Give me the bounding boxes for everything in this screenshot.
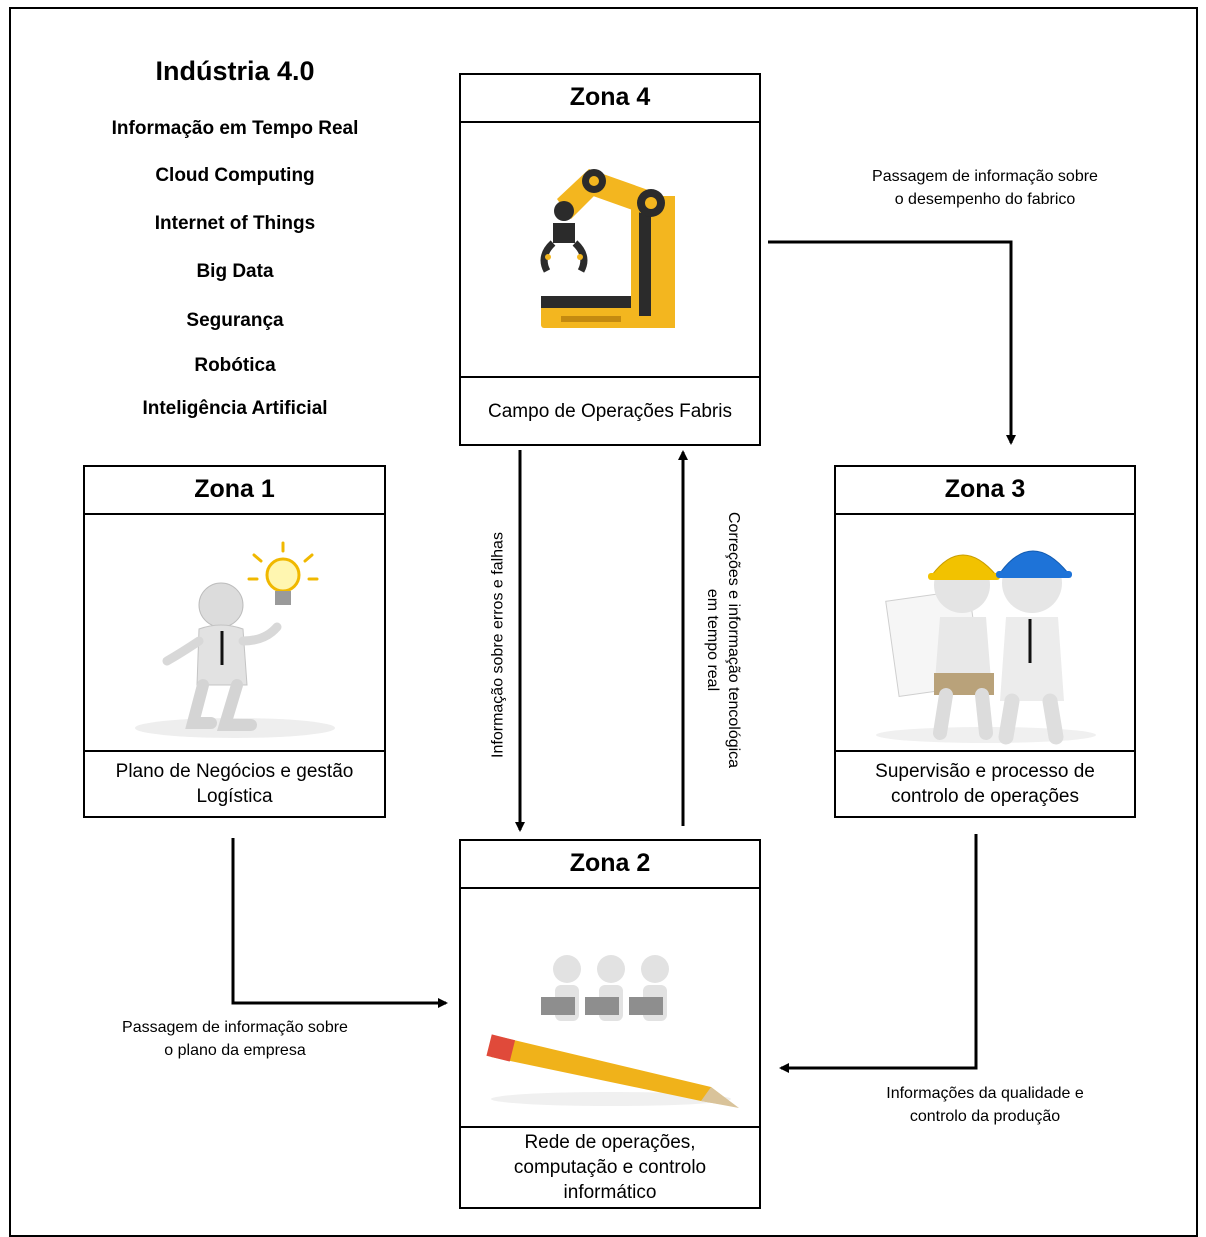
zone-1-box: Zona 1 Plano de Negócios e gestão Logíst… (83, 465, 386, 818)
flow-note-z3-z2: Informações da qualidade e controlo da p… (830, 1082, 1140, 1128)
industria-item: Inteligência Artificial (142, 398, 328, 419)
flow-note-line: o desempenho do fabrico (894, 191, 1076, 208)
flow-note-line: Informações da qualidade e (886, 1085, 1084, 1102)
zone-4-box: Zona 4 Campo de Operações Fabris (459, 73, 761, 446)
flow-note-line: em tempo real (704, 588, 721, 692)
zone-2-caption: Rede de operações, computação e controlo… (461, 1126, 759, 1207)
industria-title: Indústria 4.0 (155, 56, 315, 86)
zone-2-box: Zona 2 Rede de operações, computação e c… (459, 839, 761, 1209)
zone-3-box: Zona 3 Supervisão e processo de controlo… (834, 465, 1136, 818)
engineers-icon (836, 513, 1134, 750)
flow-note-line: Passagem de informação sobre (122, 1019, 348, 1036)
flow-note-z4-z2: Informação sobre erros e falhas (489, 532, 507, 758)
zone-3-title: Zona 3 (836, 467, 1134, 515)
zone-2-title: Zona 2 (461, 841, 759, 889)
zone-4-title: Zona 4 (461, 75, 759, 123)
flow-note-line: o plano da empresa (164, 1042, 306, 1059)
flow-note-z4-z3: Passagem de informação sobre o desempenh… (820, 165, 1150, 211)
team-pencil-icon (461, 887, 759, 1126)
industria-item: Big Data (196, 261, 274, 282)
industria-item: Informação em Tempo Real (111, 118, 359, 139)
robotic-arm-icon (461, 121, 759, 379)
flow-note-z1-z2: Passagem de informação sobre o plano da … (70, 1016, 400, 1062)
industria-item: Cloud Computing (155, 165, 315, 186)
zone-1-caption: Plano de Negócios e gestão Logística (85, 750, 384, 816)
zone-3-caption: Supervisão e processo de controlo de ope… (836, 750, 1134, 816)
idea-person-icon (85, 513, 384, 750)
flow-note-line: controlo da produção (909, 1108, 1061, 1125)
flow-note-z2-z4: Correções e informação tencológica em te… (702, 512, 744, 768)
flow-note-line: Passagem de informação sobre (872, 168, 1098, 185)
zone-1-title: Zona 1 (85, 467, 384, 515)
arrow-z3-to-z2 (779, 834, 978, 1073)
industria-item: Segurança (186, 310, 284, 331)
arrow-z4-to-z3 (768, 240, 1016, 445)
arrow-z1-to-z2 (231, 838, 448, 1008)
flow-note-line: Correções e informação tencológica (725, 511, 742, 769)
industria-item: Internet of Things (154, 213, 316, 234)
zone-4-caption: Campo de Operações Fabris (461, 376, 759, 444)
industria-item: Robótica (194, 355, 276, 376)
